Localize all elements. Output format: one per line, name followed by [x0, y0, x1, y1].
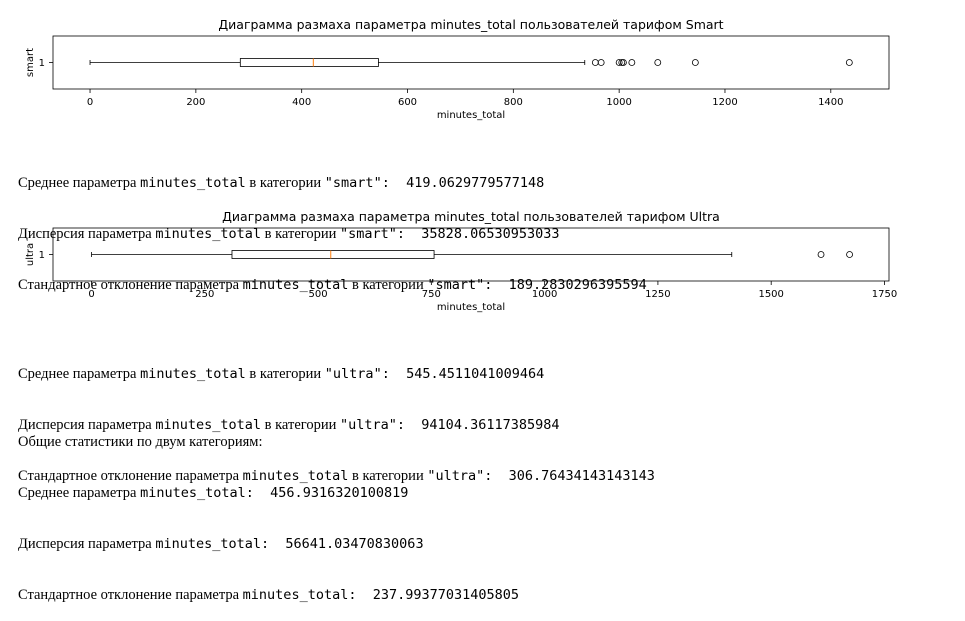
x-axis-label: minutes_total [437, 302, 505, 313]
y-axis-label: smart [25, 48, 36, 77]
stats-label: в категории [245, 175, 325, 191]
stats-label: Среднее параметра [18, 366, 141, 382]
stats-param: minutes_total [155, 226, 262, 242]
x-tick-label: 1500 [758, 289, 783, 300]
chart-title: Диаграмма размаха параметра minutes_tota… [222, 209, 720, 224]
stats-smart-var: Дисперсия параметра minutes_total в кате… [18, 226, 647, 243]
stats-label: Дисперсия параметра [18, 536, 156, 552]
stats-ultra: Среднее параметра minutes_total в катего… [18, 332, 655, 502]
stats-value: 456.9316320100819 [253, 485, 409, 501]
stats-total-std: Стандартное отклонение параметра minutes… [18, 587, 519, 604]
stats-total-heading: Общие статистики по двум категориям: [18, 434, 263, 450]
x-tick-label: 1400 [818, 97, 843, 108]
outlier-point [846, 251, 853, 258]
stats-label: в категории [245, 366, 325, 382]
boxplot-ultra: Диаграмма размаха параметра minutes_tota… [25, 209, 897, 313]
boxplot-smart-panel: Диаграмма размаха параметра minutes_tota… [0, 0, 965, 130]
stats-value: 419.0629779577148 [389, 175, 545, 191]
stats-ultra-var: Дисперсия параметра minutes_total в кате… [18, 417, 655, 434]
stats-value: 545.4511041009464 [389, 366, 545, 382]
boxplot-smart: Диаграмма размаха параметра minutes_tota… [25, 17, 890, 121]
stats-param: minutes_total [140, 366, 246, 382]
outlier-point [817, 251, 825, 258]
stats-param: minutes_total [140, 175, 246, 191]
iqr-box [231, 250, 435, 259]
y-axis-label: ultra [25, 243, 36, 266]
x-tick-label: 0 [87, 97, 93, 108]
y-tick-label: 1 [39, 250, 45, 261]
stats-label: Дисперсия параметра [18, 226, 156, 242]
stats-value: 237.99377031405805 [356, 587, 520, 603]
stats-total-var: Дисперсия параметра minutes_total: 56641… [18, 536, 519, 553]
stats-param: minutes_total: [242, 587, 357, 603]
chart-title: Диаграмма размаха параметра minutes_tota… [218, 17, 723, 32]
stats-param: minutes_total [155, 417, 262, 433]
outlier-point [615, 59, 623, 66]
stats-category: "smart": [324, 175, 390, 191]
outlier-point [591, 59, 599, 66]
stats-label: Дисперсия параметра [18, 417, 156, 433]
stats-value: 35828.06530953033 [405, 226, 560, 242]
iqr-box [239, 58, 379, 67]
outlier-point [691, 59, 699, 66]
outlier-point [619, 59, 627, 66]
stats-total: Общие статистики по двум категориям: Сре… [18, 400, 519, 621]
stats-label: Среднее параметра [18, 485, 141, 501]
stats-label: в категории [261, 417, 341, 433]
x-tick-label: 1000 [532, 289, 557, 300]
x-tick-label: 1200 [712, 97, 737, 108]
boxplot-ultra-panel: Диаграмма размаха параметра minutes_tota… [0, 200, 965, 320]
outlier-point [597, 59, 605, 66]
stats-label: Среднее параметра [18, 175, 141, 191]
x-tick-label: 500 [309, 289, 328, 300]
stats-param: minutes_total: [155, 536, 270, 552]
outlier-point [654, 59, 662, 66]
stats-category: "smart": [340, 226, 406, 242]
stats-param: minutes_total: [140, 485, 254, 501]
stats-label: в категории [261, 226, 341, 242]
stats-label: Стандартное отклонение параметра [18, 587, 243, 603]
x-tick-label: 0 [88, 289, 94, 300]
x-tick-label: 1250 [645, 289, 670, 300]
outlier-point [845, 59, 853, 66]
x-axis-label: minutes_total [437, 110, 505, 121]
x-tick-label: 200 [186, 97, 205, 108]
x-tick-label: 250 [195, 289, 214, 300]
stats-category: "ultra": [324, 366, 390, 382]
outlier-point [628, 59, 636, 66]
stats-value: 56641.03470830063 [269, 536, 424, 552]
stats-smart-mean: Среднее параметра minutes_total в катего… [18, 175, 647, 192]
stats-total-mean: Среднее параметра minutes_total: 456.931… [18, 485, 519, 502]
y-tick-label: 1 [39, 58, 45, 69]
x-tick-label: 600 [398, 97, 417, 108]
stats-value: 94104.36117385984 [405, 417, 560, 433]
x-tick-label: 1000 [606, 97, 631, 108]
x-tick-label: 750 [422, 289, 441, 300]
x-tick-label: 800 [504, 97, 523, 108]
stats-ultra-mean: Среднее параметра minutes_total в катего… [18, 366, 655, 383]
stats-category: "ultra": [340, 417, 406, 433]
x-tick-label: 400 [292, 97, 311, 108]
x-tick-label: 1750 [872, 289, 897, 300]
